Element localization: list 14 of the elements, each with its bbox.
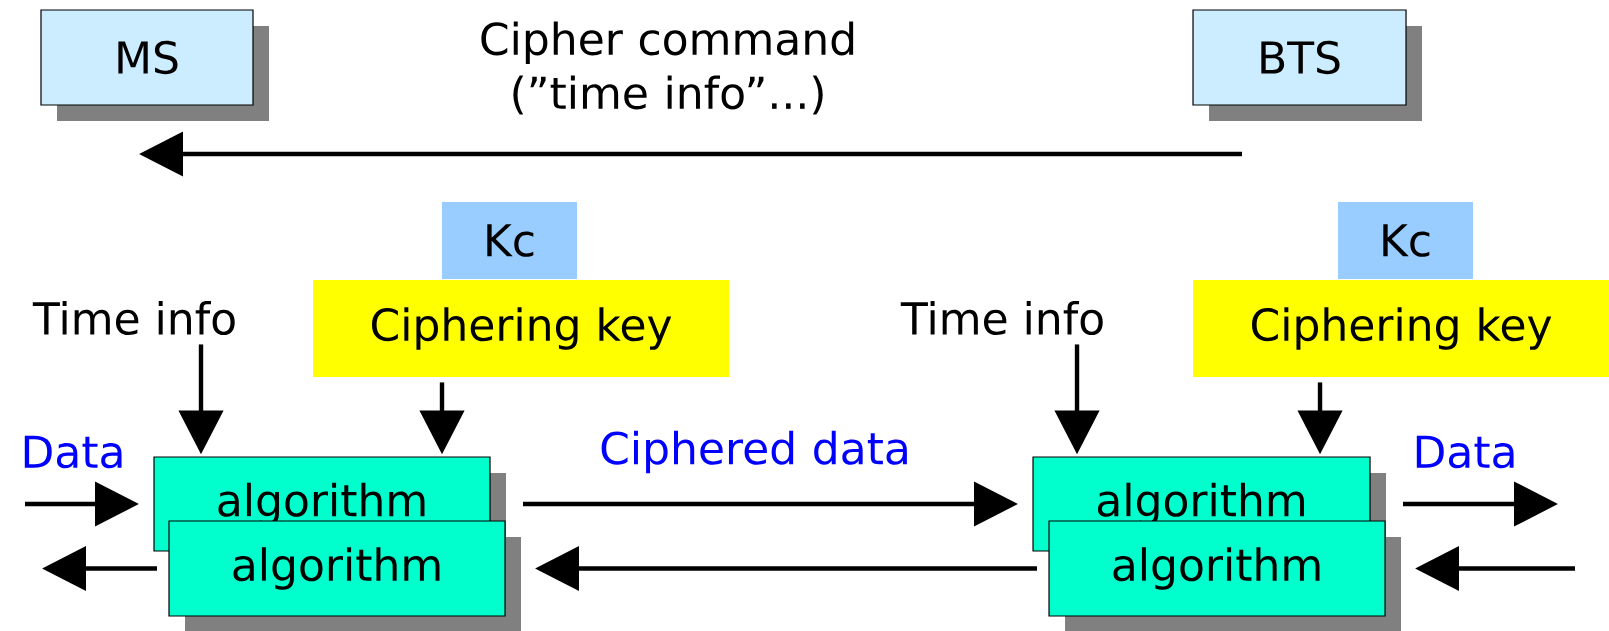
algorithm-box: algorithm bbox=[1048, 520, 1401, 631]
edge-label: Data bbox=[1416, 435, 1514, 469]
input-label: Time info bbox=[900, 300, 1103, 336]
key-box: Ciphering key bbox=[313, 280, 729, 377]
algorithm-box: algorithm bbox=[168, 520, 521, 631]
key-box: Kc bbox=[1338, 202, 1474, 279]
edge-label: Cipher command (”time info”...) bbox=[481, 21, 854, 115]
edge-label: Data bbox=[24, 435, 122, 469]
key-box: Kc bbox=[442, 202, 577, 279]
input-label: Time info bbox=[32, 300, 235, 336]
station-box: MS bbox=[40, 9, 269, 121]
key-box: Ciphering key bbox=[1193, 280, 1609, 377]
station-box: BTS bbox=[1192, 9, 1422, 121]
edge-label: Ciphered data bbox=[601, 430, 907, 474]
